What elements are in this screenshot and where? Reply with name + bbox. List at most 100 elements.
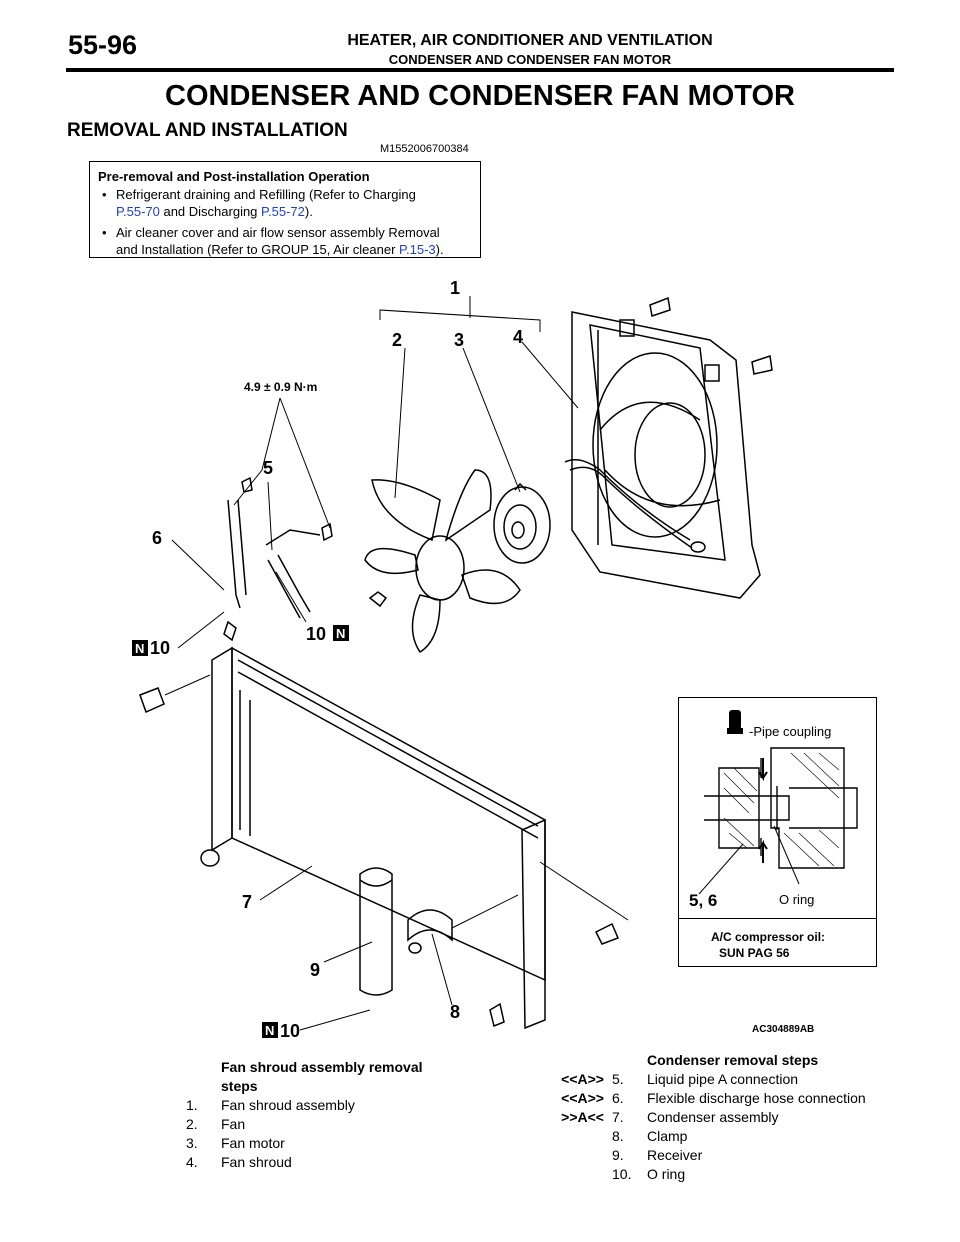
- list-item: 1. Fan shroud assembly: [186, 1096, 456, 1115]
- operation-box: Pre-removal and Post-installation Operat…: [89, 161, 481, 258]
- operation-text: and Installation (Refer to GROUP 15, Air…: [116, 242, 400, 257]
- list-item: 10. O ring: [485, 1165, 905, 1184]
- list-item: <<A>> 5. Liquid pipe A connection: [485, 1070, 905, 1089]
- step-number: 1.: [186, 1097, 198, 1113]
- oil-title: A/C compressor oil:: [711, 930, 826, 944]
- callout-3: 3: [454, 330, 464, 350]
- step-label: Clamp: [647, 1128, 688, 1144]
- step-number: 7.: [612, 1109, 624, 1125]
- new-part-mark: N: [265, 1023, 274, 1038]
- callout-6: 6: [152, 528, 162, 548]
- header-rule: [66, 68, 894, 72]
- operation-item: • Air cleaner cover and air flow sensor …: [98, 224, 472, 258]
- receiver-illustration: [359, 867, 393, 996]
- list-item: 9. Receiver: [485, 1146, 905, 1165]
- leader-lines: [164, 296, 629, 1031]
- operation-text: ).: [435, 242, 444, 257]
- page-number: 55-96: [68, 30, 138, 60]
- operation-text: Refrigerant draining and Refilling (Refe…: [116, 187, 416, 202]
- service-mark: [485, 1165, 612, 1184]
- callout-1: 1: [450, 278, 460, 298]
- step-label: Fan shroud assembly: [221, 1097, 355, 1113]
- torque-spec: 4.9 ± 0.9 N·m: [244, 380, 317, 394]
- section-title: REMOVAL AND INSTALLATION: [67, 120, 348, 141]
- bolt-illustration: [139, 296, 773, 1028]
- new-part-mark: N: [336, 626, 345, 641]
- list-item: <<A>> 6. Flexible discharge hose connectio…: [485, 1089, 905, 1108]
- pipe-coupling-inset: -Pipe coupling 5, 6 O ring A/C compresso…: [678, 697, 877, 967]
- step-label: Liquid pipe A connection: [647, 1071, 799, 1087]
- page-link[interactable]: P.55-72: [261, 204, 305, 219]
- pipe-coupling-label: -Pipe coupling: [749, 724, 831, 739]
- step-label: Flexible discharge hose connection: [647, 1090, 866, 1106]
- condenser-illustration: [211, 646, 546, 1030]
- step-label: Fan motor: [221, 1135, 285, 1151]
- step-label: Fan: [221, 1116, 246, 1132]
- page-link[interactable]: P.15-3: [399, 242, 436, 257]
- step-label: Receiver: [647, 1147, 703, 1163]
- bullet: •: [102, 187, 107, 202]
- step-number: 9.: [612, 1147, 624, 1163]
- new-part-marks: N N N: [132, 625, 349, 1038]
- callout-7: 7: [242, 892, 252, 912]
- condenser-steps-heading: Condenser removal steps: [647, 1052, 819, 1068]
- exploded-diagram: 1 2 3 4 5 6 7 8 9 10 10 10 4.9 ± 0.9 N·m…: [132, 278, 773, 1040]
- step-number: 8.: [612, 1128, 624, 1144]
- step-number: 2.: [186, 1116, 198, 1132]
- fan-shroud-steps: Fan shroud assembly removal steps 1. Fan …: [186, 1058, 456, 1172]
- step-number: 3.: [186, 1135, 198, 1151]
- step-number: 4.: [186, 1154, 198, 1170]
- operation-text: and Discharging: [159, 204, 262, 219]
- figure-reference: AC304889AB: [752, 1024, 815, 1035]
- operation-item: • Refrigerant draining and Refilling (Re…: [98, 186, 472, 220]
- pipe-illustration: [227, 499, 321, 619]
- chapter-subtitle: CONDENSER AND CONDENSER FAN MOTOR: [388, 52, 672, 67]
- list-item: 4. Fan shroud: [186, 1153, 456, 1172]
- service-mark: [485, 1127, 612, 1146]
- callout-10: 10: [306, 624, 326, 644]
- document-id: M1552006700384: [380, 143, 469, 155]
- callout-2: 2: [392, 330, 402, 350]
- step-label: O ring: [647, 1166, 686, 1182]
- list-item: 2. Fan: [186, 1115, 456, 1134]
- service-mark: [485, 1146, 612, 1165]
- condenser-steps: Condenser removal steps <<A>> 5. Liquid pi…: [485, 1051, 905, 1184]
- new-part-mark: N: [135, 641, 144, 656]
- fan-steps-heading: Fan shroud assembly removal: [221, 1059, 423, 1075]
- callout-10: 10: [150, 638, 170, 658]
- parts-label: 5, 6: [689, 891, 717, 910]
- operation-text: Air cleaner cover and air flow sensor as…: [116, 225, 440, 240]
- fan-blade-illustration: [364, 469, 521, 654]
- fan-motor-illustration: [493, 482, 551, 564]
- callout-8: 8: [450, 1002, 460, 1022]
- step-label: Fan shroud: [221, 1154, 292, 1170]
- page-link[interactable]: P.55-70: [116, 204, 160, 219]
- list-item: 3. Fan motor: [186, 1134, 456, 1153]
- service-mark: <<A>>: [561, 1090, 604, 1106]
- fan-shroud-illustration: [564, 311, 761, 599]
- fan-steps-heading: steps: [221, 1078, 258, 1094]
- step-number: 10.: [612, 1166, 632, 1182]
- service-mark: <<A>>: [561, 1071, 604, 1087]
- o-ring-label: O ring: [779, 892, 814, 907]
- operation-text: ).: [304, 204, 313, 219]
- pipe-coupling-illustration: -Pipe coupling 5, 6 O ring: [689, 710, 858, 910]
- chapter-title: HEATER, AIR CONDITIONER AND VENTILATION: [347, 32, 713, 49]
- callout-9: 9: [310, 960, 320, 980]
- step-number: 6.: [612, 1090, 624, 1106]
- service-mark: >>A<<: [561, 1109, 604, 1125]
- bullet: •: [102, 225, 107, 240]
- step-label: Condenser assembly: [647, 1109, 779, 1125]
- callout-10: 10: [280, 1021, 300, 1040]
- page-title: CONDENSER AND CONDENSER FAN MOTOR: [165, 80, 795, 112]
- operation-box-title: Pre-removal and Post-installation Operat…: [98, 169, 370, 184]
- oil-value: SUN PAG 56: [719, 946, 790, 960]
- operation-list: • Refrigerant draining and Refilling (Re…: [98, 186, 472, 258]
- clamp-illustration: [407, 909, 453, 954]
- list-item: >>A<< 7. Condenser assembly: [485, 1108, 905, 1127]
- callout-4: 4: [513, 327, 523, 347]
- list-item: 8. Clamp: [485, 1127, 905, 1146]
- callout-5: 5: [263, 458, 273, 478]
- step-number: 5.: [612, 1071, 624, 1087]
- inset-divider: [679, 918, 876, 919]
